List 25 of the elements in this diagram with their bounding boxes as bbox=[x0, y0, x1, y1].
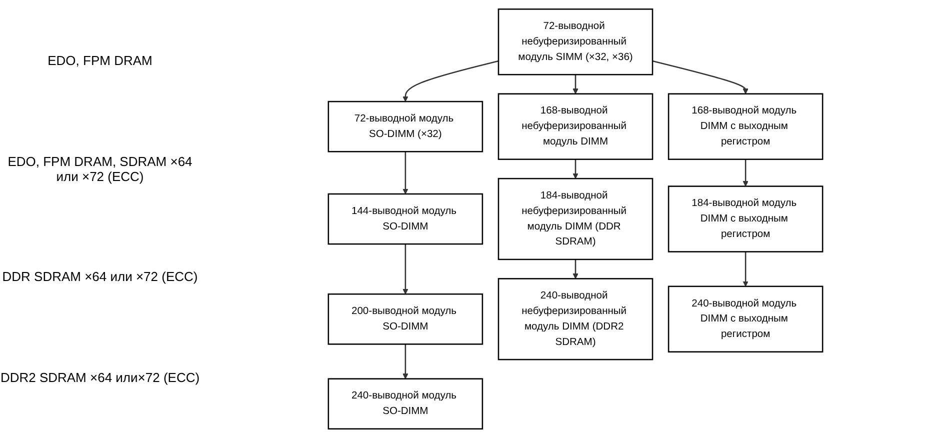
arrow bbox=[742, 159, 748, 187]
row-label: EDO, FPM DRAM bbox=[46, 52, 154, 68]
row-label: EDO, FPM DRAM, SDRAM ×64 или ×72 (ECC) bbox=[6, 154, 194, 184]
arrow bbox=[742, 252, 748, 287]
node-box: 72-выводной небуферизированный модуль SIMM (×32, ×36) bbox=[498, 8, 654, 76]
arrow bbox=[402, 244, 408, 294]
node-box: 184-выводной небуферизированный модуль DIMM (DDR SDRAM) bbox=[498, 178, 654, 260]
node-box: 200-выводной модуль SO-DIMM bbox=[328, 293, 484, 345]
arrow bbox=[402, 60, 499, 102]
row-label: DDR2 SDRAM ×64 или×72 (ECC) bbox=[0, 370, 200, 386]
arrow bbox=[402, 344, 408, 380]
row-label: DDR SDRAM ×64 или ×72 (ECC) bbox=[1, 269, 199, 284]
node-box: 72-выводной модуль SO-DIMM (×32) bbox=[328, 100, 484, 152]
arrow bbox=[402, 152, 408, 194]
arrow bbox=[572, 159, 578, 179]
node-box: 240-выводной модуль DIMM с выходным регистром bbox=[668, 286, 824, 352]
node-box: 240-выводной небуферизированный модуль DIMM (DDR2 SDRAM) bbox=[498, 278, 654, 360]
node-box: 168-выводной модуль DIMM с выходным регистром bbox=[668, 93, 824, 160]
node-box: 184-выводной модуль DIMM с выходным регистром bbox=[668, 186, 824, 252]
node-box: 144-выводной модуль SO-DIMM bbox=[328, 193, 484, 245]
arrow bbox=[652, 60, 748, 94]
arrow bbox=[572, 74, 578, 94]
node-box: 168-выводной небуферизированный модуль DIMM bbox=[498, 93, 654, 160]
node-box: 240-выводной модуль SO-DIMM bbox=[328, 378, 484, 430]
arrow bbox=[572, 259, 578, 279]
